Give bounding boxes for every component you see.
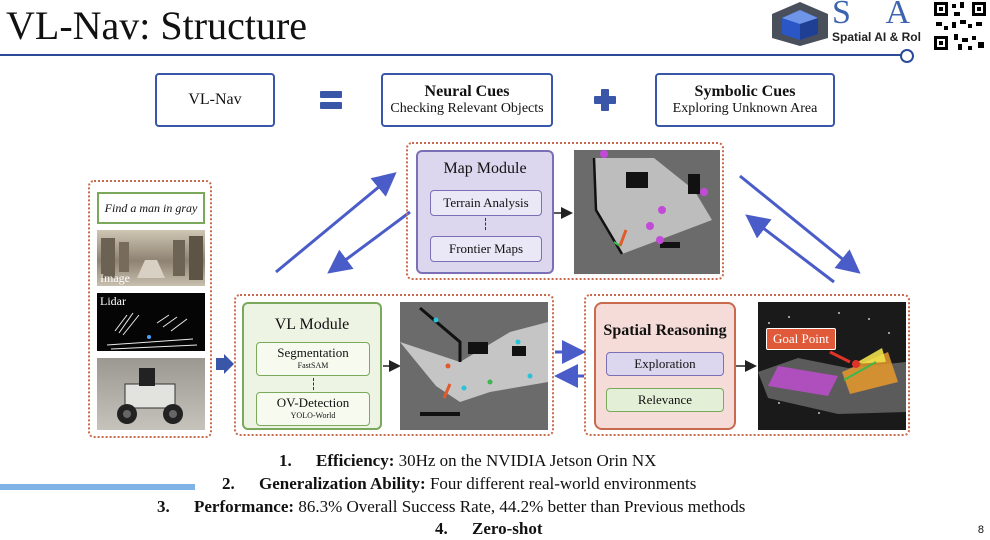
highlight-generalization: 2. Generalization Ability: Four different… bbox=[222, 474, 782, 494]
vl-nav-label: VL-Nav bbox=[188, 91, 242, 108]
symbolic-cues-box: Symbolic Cues Exploring Unknown Area bbox=[655, 73, 835, 127]
frontier-maps-box: Frontier Maps bbox=[430, 236, 542, 262]
sai-logo-icon bbox=[768, 0, 832, 46]
camera-image: Image bbox=[97, 230, 205, 286]
equals-icon bbox=[320, 89, 342, 111]
highlight-text: 86.3% Overall Success Rate, 44.2% better… bbox=[294, 497, 746, 516]
highlight-text: 30Hz on the NVIDIA Jetson Orin NX bbox=[394, 451, 657, 470]
vl-module: VL Module Segmentation FastSAM OV-Detect… bbox=[242, 302, 382, 430]
map-module: Map Module Terrain Analysis Frontier Map… bbox=[416, 150, 554, 274]
highlight-number: 1. bbox=[279, 451, 292, 470]
exploration-box: Exploration bbox=[606, 352, 724, 376]
slide-title: VL-Nav: Structure bbox=[6, 3, 308, 48]
ov-detection-label: OV-Detection bbox=[276, 395, 350, 410]
highlight-text: Four different real-world environments bbox=[425, 474, 697, 493]
highlight-heading: Generalization Ability: bbox=[259, 474, 426, 493]
highlight-number: 4. bbox=[435, 519, 448, 538]
highlight-number: 3. bbox=[157, 497, 170, 516]
relevance-box: Relevance bbox=[606, 388, 724, 412]
highlight-zero-shot: 4. Zero-shot bbox=[435, 519, 595, 539]
vl-module-panel bbox=[234, 294, 554, 436]
header-divider-end bbox=[900, 49, 914, 63]
segmentation-to-detection-connector bbox=[313, 378, 315, 390]
robot-image bbox=[97, 358, 205, 430]
frontier-map-image bbox=[574, 150, 720, 274]
neural-cues-subtitle: Checking Relevant Objects bbox=[390, 101, 544, 116]
ov-detection-box: OV-Detection YOLO-World bbox=[256, 392, 370, 426]
terrain-analysis-box: Terrain Analysis bbox=[430, 190, 542, 216]
prompt-box: Find a man in gray bbox=[97, 192, 205, 224]
goal-point-label: Goal Point bbox=[766, 328, 836, 350]
semantic-map-image bbox=[400, 302, 548, 430]
ov-detection-model: YOLO-World bbox=[290, 411, 336, 420]
vl-nav-box: VL-Nav bbox=[155, 73, 275, 127]
logo-subtitle: Spatial AI & Rol bbox=[832, 30, 921, 44]
spatial-reasoning-title: Spatial Reasoning bbox=[603, 322, 727, 339]
lidar-label: Lidar bbox=[100, 294, 126, 308]
input-arrow-icon bbox=[216, 354, 234, 374]
neural-cues-title: Neural Cues bbox=[424, 83, 510, 100]
lidar-image: Lidar bbox=[97, 293, 205, 351]
neural-cues-box: Neural Cues Checking Relevant Objects bbox=[381, 73, 553, 127]
symbolic-cues-title: Symbolic Cues bbox=[694, 83, 796, 100]
highlight-heading: Efficiency: bbox=[316, 451, 395, 470]
qr-code-icon bbox=[932, 0, 988, 52]
segmentation-label: Segmentation bbox=[277, 345, 349, 360]
vl-module-title: VL Module bbox=[274, 316, 350, 333]
highlight-performance: 3. Performance: 86.3% Overall Success Rat… bbox=[157, 497, 857, 517]
highlight-efficiency: 1. Efficiency: 30Hz on the NVIDIA Jetson … bbox=[279, 451, 719, 471]
plus-icon bbox=[594, 89, 616, 111]
spatial-reasoning-module: Spatial Reasoning Exploration Relevance bbox=[594, 302, 736, 430]
inputs-panel bbox=[88, 180, 212, 438]
header-divider bbox=[0, 54, 905, 56]
map-module-panel bbox=[406, 142, 724, 280]
footer-accent-bar bbox=[0, 484, 195, 490]
segmentation-model: FastSAM bbox=[297, 361, 329, 370]
highlight-heading: Performance: bbox=[194, 497, 295, 516]
highlight-number: 2. bbox=[222, 474, 235, 493]
spatial-reasoning-panel bbox=[584, 294, 910, 436]
terrain-to-frontier-connector bbox=[485, 218, 487, 230]
page-number: 8 bbox=[977, 524, 984, 536]
map-module-title: Map Module bbox=[443, 160, 527, 177]
goal-point-image: Goal Point bbox=[758, 302, 906, 430]
symbolic-cues-subtitle: Exploring Unknown Area bbox=[672, 101, 818, 116]
image-label: Image bbox=[100, 271, 130, 285]
highlight-heading: Zero-shot bbox=[472, 519, 543, 538]
segmentation-box: Segmentation FastSAM bbox=[256, 342, 370, 376]
